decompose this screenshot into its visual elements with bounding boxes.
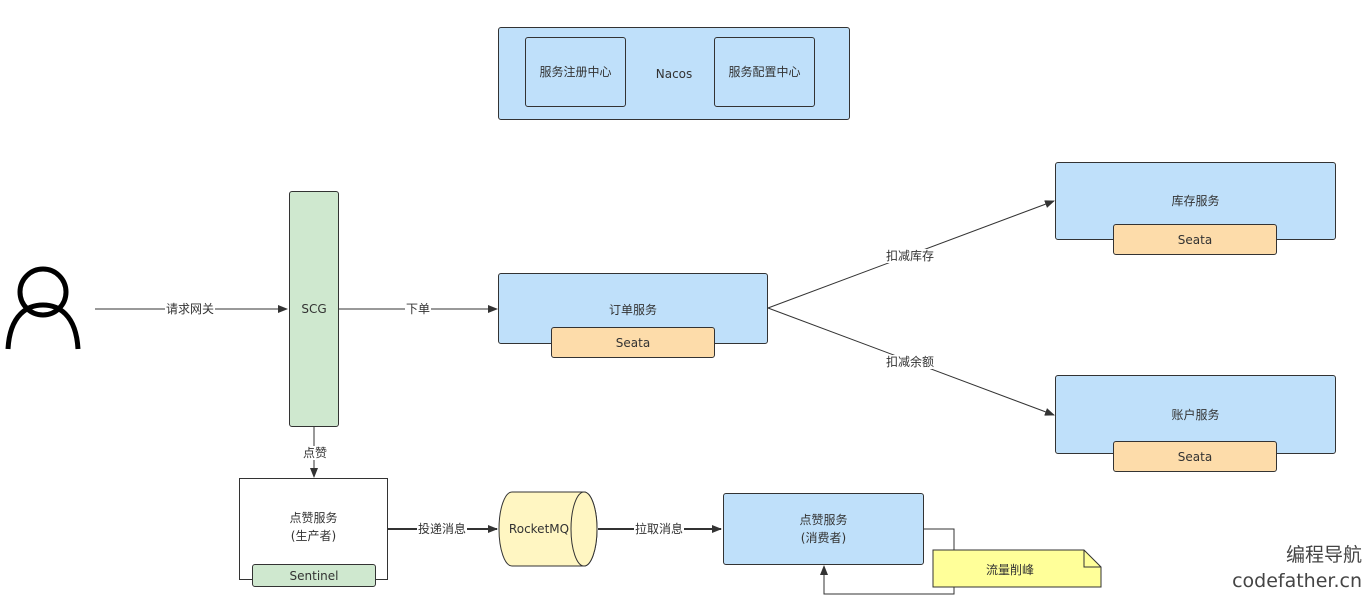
- mq-cylinder: [498, 491, 598, 567]
- sentinel-box: Sentinel: [252, 564, 376, 587]
- inventory-seata-label: Seata: [1177, 232, 1213, 247]
- account-seata-box: Seata: [1113, 441, 1277, 472]
- note-label-wrap: 流量削峰: [935, 553, 1085, 585]
- gateway-label: SCG: [301, 302, 327, 316]
- account-service-label: 账户服务: [1171, 408, 1220, 422]
- sentinel-label: Sentinel: [289, 568, 339, 583]
- edge-label-pull-message: 拉取消息: [634, 522, 685, 536]
- edge-label-like: 点赞: [302, 446, 329, 460]
- service-registry-label: 服务注册中心: [539, 65, 612, 79]
- service-registry-box: 服务注册中心: [525, 37, 626, 107]
- order-seata-label: Seata: [615, 335, 651, 350]
- note-label: 流量削峰: [985, 562, 1034, 577]
- like-producer-label: 点赞服务 (生产者): [289, 511, 338, 543]
- mq-label: RocketMQ: [508, 522, 570, 536]
- gateway-box: SCG: [289, 191, 339, 427]
- inventory-service-label: 库存服务: [1171, 194, 1220, 208]
- edge-self-loop: [820, 528, 955, 595]
- mq-label-wrap: RocketMQ: [499, 517, 579, 541]
- service-config-label: 服务配置中心: [728, 65, 801, 79]
- watermark-url: codefather.cn: [1232, 570, 1362, 592]
- nacos-title: Nacos: [655, 66, 693, 81]
- inventory-seata-box: Seata: [1113, 224, 1277, 255]
- service-config-box: 服务配置中心: [714, 37, 815, 107]
- edge-label-deduct-stock: 扣减库存: [885, 249, 936, 263]
- watermark-title: 编程导航: [1285, 544, 1362, 566]
- like-consumer-label: 点赞服务 (消费者): [799, 513, 848, 545]
- order-seata-box: Seata: [551, 327, 715, 358]
- edge-label-request-gateway: 请求网关: [165, 302, 216, 316]
- edge-label-place-order: 下单: [405, 302, 432, 316]
- edge-label-deduct-balance: 扣减余额: [885, 355, 936, 369]
- user-icon: [5, 266, 81, 350]
- edge-label-deliver-message: 投递消息: [417, 522, 468, 536]
- order-service-label: 订单服务: [608, 303, 657, 317]
- account-service-box: 账户服务: [1055, 375, 1336, 454]
- like-consumer-box: 点赞服务 (消费者): [723, 493, 924, 565]
- account-seata-label: Seata: [1177, 449, 1213, 464]
- traffic-shaving-note: [932, 549, 1102, 588]
- like-producer-box: 点赞服务 (生产者): [239, 478, 388, 580]
